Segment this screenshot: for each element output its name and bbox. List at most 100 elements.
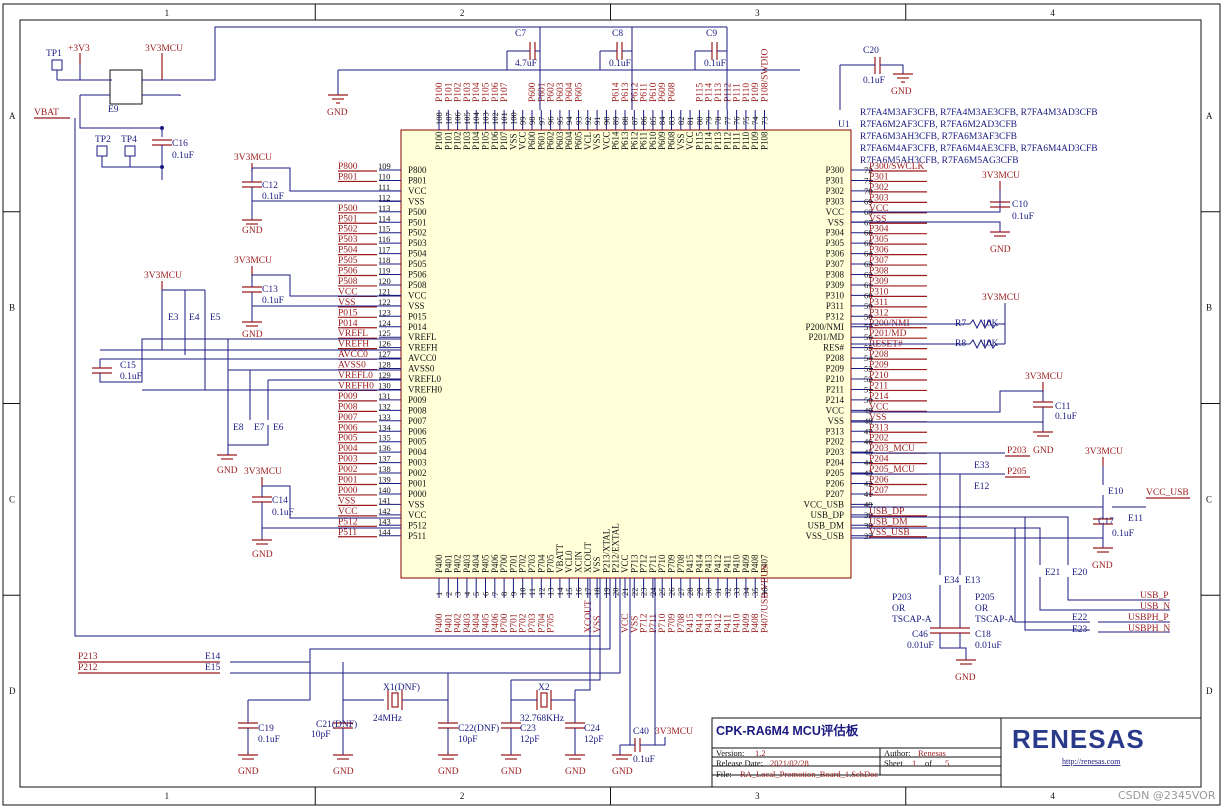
col-marker-bottom: 2 — [460, 791, 465, 801]
r7-value: 10K — [982, 319, 999, 329]
u1-pin-number: 133 — [378, 412, 391, 422]
u1-pin-name: P303 — [825, 196, 844, 206]
row-marker-left: C — [9, 494, 15, 504]
u1-pin-number: 122 — [378, 297, 391, 307]
c13-value: 0.1uF — [262, 296, 284, 306]
net-label: P712 — [640, 613, 650, 633]
net-label: P407/USB VBUS — [761, 565, 771, 633]
u1-pin-name: P503 — [408, 238, 427, 248]
v3v3mcu-label: 3V3MCU — [1025, 372, 1063, 382]
u1-pin-name: P409 — [741, 554, 751, 573]
c18-value: 0.01uF — [975, 641, 1002, 651]
u1-pin-name: P105 — [481, 131, 491, 150]
c15-value: 0.1uF — [120, 372, 142, 382]
u1-pin-number: 70 — [864, 186, 873, 196]
net-label: P702 — [519, 613, 529, 633]
net-label: P209 — [869, 361, 889, 371]
net-label: VCC — [869, 402, 889, 412]
e10-label: E10 — [1108, 487, 1124, 497]
u1-pin-number: 140 — [378, 485, 391, 495]
renesas-url[interactable]: http://renesas.com — [1062, 757, 1121, 766]
u1-pin-name: P005 — [408, 437, 427, 447]
u1-pin-number: 111 — [378, 182, 390, 192]
net-label: VSS — [869, 214, 886, 224]
u1-pin-name: P612 — [629, 131, 639, 150]
gnd-label: GND — [327, 108, 348, 118]
net-label: P701 — [509, 613, 519, 633]
net-label: USB_DM — [869, 517, 908, 527]
p205-net: P205 — [1007, 467, 1027, 477]
u1-pin-number: 13 — [546, 588, 556, 597]
p212-net: P212 — [78, 663, 98, 673]
u1-pin-number: 71 — [864, 175, 873, 185]
u1-pin-number: 112 — [378, 192, 390, 202]
e23-label: E23 — [1072, 625, 1088, 635]
net-label: P402 — [454, 613, 464, 633]
wire — [252, 167, 401, 192]
net-label: P708 — [677, 613, 687, 633]
c46-value: 0.01uF — [907, 641, 934, 651]
c40-value: 0.1uF — [633, 755, 655, 765]
c22-value: 10pF — [458, 735, 478, 745]
wire — [142, 26, 540, 81]
net-label: P007 — [338, 413, 358, 423]
u1-pin-name: P000 — [408, 489, 427, 499]
opt-p203-line: OR — [892, 604, 906, 614]
u1-pin-name: VCC_USB — [803, 499, 844, 509]
row-marker-right: A — [1206, 111, 1213, 121]
v3v3mcu-label: 3V3MCU — [982, 171, 1020, 181]
u1-pin-name: P008 — [408, 405, 427, 415]
u1-pin-name: P014 — [408, 322, 427, 332]
u1-pin-name: VBATT — [555, 543, 565, 573]
u1-pin-name: USB_DM — [807, 520, 844, 530]
u1-pin-number: 55 — [864, 343, 873, 353]
u1-pin-number: 117 — [378, 245, 390, 255]
u1-pin-name: P210 — [825, 374, 844, 384]
net-label: P307 — [869, 256, 889, 266]
u1-pin-name: P708 — [676, 554, 686, 573]
gnd-label: GND — [990, 245, 1011, 255]
u1-pin-name: AVCC0 — [408, 353, 437, 363]
net-label: P410 — [733, 613, 743, 633]
wire — [851, 495, 1104, 508]
c24-value: 12pF — [584, 735, 604, 745]
e9-label: E9 — [108, 105, 119, 115]
u1-pin-name: XCOUT — [583, 541, 593, 573]
u1-pin-number: 29 — [694, 588, 704, 597]
release-label: Release Date: — [716, 758, 763, 768]
u1-pin-name: P411 — [722, 555, 732, 573]
u1-pin-name: P512 — [408, 520, 427, 530]
tp2-label: TP2 — [95, 135, 111, 145]
c12-label: C12 — [262, 181, 278, 191]
u1-pin-number: 43 — [864, 468, 873, 478]
c9-label: C9 — [706, 29, 717, 39]
net-label: P009 — [338, 392, 358, 402]
gnd-label: GND — [1092, 561, 1113, 571]
u1-pin-number: 132 — [378, 401, 391, 411]
u1-pin-number: 114 — [378, 213, 391, 223]
wire — [1014, 528, 1090, 623]
net-label: P214 — [869, 392, 889, 402]
u1-pin-number: 123 — [378, 307, 391, 317]
u1-pin-number: 106 — [453, 112, 463, 125]
u1-pin-number: 12 — [536, 588, 546, 597]
wire — [1039, 577, 1170, 611]
u1-pin-name: P100 — [434, 131, 444, 150]
u1-pin-name: VCC — [825, 207, 844, 217]
u1-pin-number: 76 — [732, 117, 742, 126]
u1-pin-name: P200/NMI — [805, 322, 844, 332]
u1-pin-name: P306 — [825, 249, 844, 259]
u1-pin-name: VREFH0 — [408, 384, 443, 394]
u1-pin-number: 82 — [676, 117, 686, 126]
board-title: CPK-RA6M4 MCU评估板 — [716, 723, 859, 738]
watermark: CSDN @2345VOR — [1118, 789, 1216, 802]
u1-pin-number: 48 — [864, 416, 873, 426]
net-label: P002 — [338, 465, 358, 475]
net-label: VSS — [630, 616, 640, 633]
u1-pin-number: 97 — [536, 117, 546, 126]
u1-pin-number: 61 — [864, 280, 873, 290]
net-label: P103 — [463, 82, 473, 102]
net-label: P608 — [668, 82, 678, 102]
u1-pin-number: 63 — [864, 259, 873, 269]
gnd-label: GND — [252, 550, 273, 560]
